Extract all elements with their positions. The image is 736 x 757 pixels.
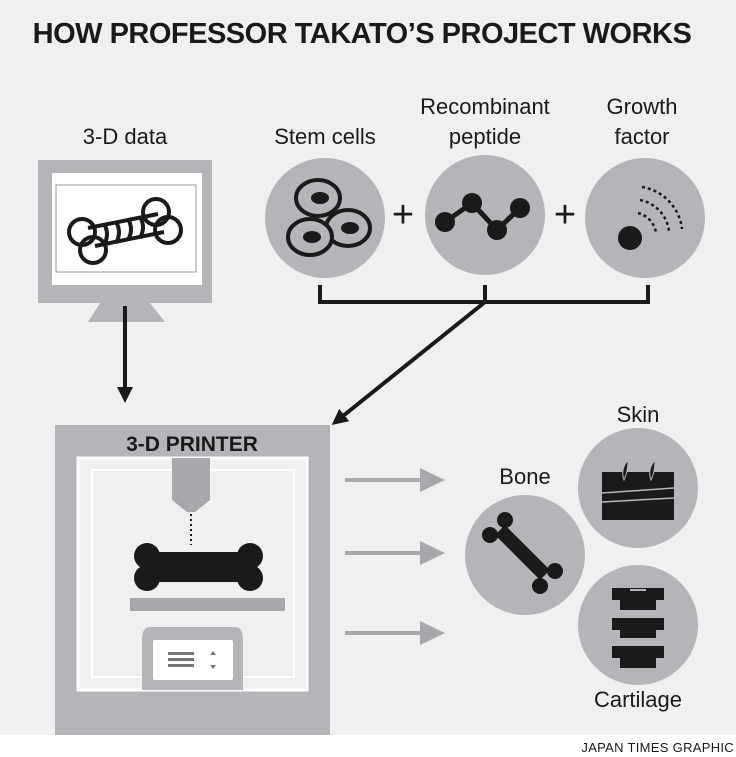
title: HOW PROFESSOR TAKATO’S PROJECT WORKS — [33, 18, 692, 50]
printer-icon: 3-D PRINTER — [55, 425, 330, 735]
growth-label-2: factor — [614, 124, 669, 149]
peptide-label-1: Recombinant — [420, 94, 550, 119]
peptide-icon — [425, 155, 545, 275]
monitor-icon: 3-D data — [38, 124, 212, 322]
printer-label: 3-D PRINTER — [126, 433, 258, 456]
stem-cells-label: Stem cells — [274, 124, 375, 149]
cartilage-label: Cartilage — [594, 687, 682, 712]
bracket — [318, 285, 650, 304]
bone-icon — [465, 495, 585, 615]
printed-bone-icon — [134, 543, 263, 591]
arrow-to-printer — [331, 300, 487, 426]
footer-strip — [0, 735, 736, 757]
data-label: 3-D data — [83, 124, 168, 149]
credit: JAPAN TIMES GRAPHIC — [581, 740, 734, 755]
plus-sign: + — [554, 194, 576, 236]
growth-label-1: Growth — [607, 94, 678, 119]
stem-cells-icon — [265, 158, 385, 278]
bone-label: Bone — [499, 464, 550, 489]
skin-icon — [578, 428, 698, 548]
output-arrows — [345, 468, 445, 645]
spine-icon — [578, 565, 698, 685]
skin-label: Skin — [617, 402, 660, 427]
peptide-label-2: peptide — [449, 124, 521, 149]
plus-sign: + — [392, 194, 414, 236]
wireframe-bone-icon — [67, 197, 183, 265]
growth-factor-icon — [585, 158, 705, 278]
